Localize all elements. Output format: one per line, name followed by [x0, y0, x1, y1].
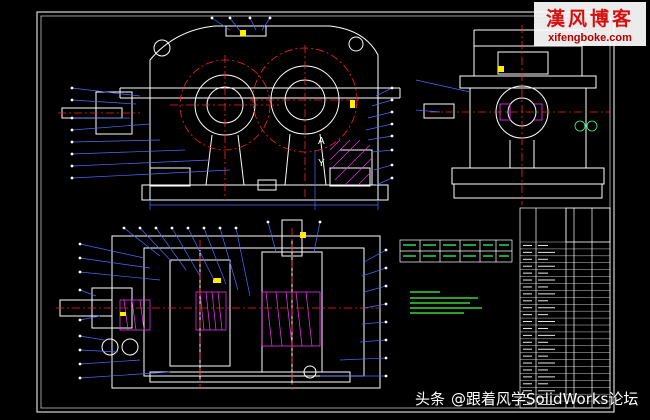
- source-watermark: 头条 @跟着风学SolidWorks论坛: [415, 388, 638, 409]
- source-platform: 头条: [415, 390, 446, 408]
- blog-logo-title: 漢风博客: [545, 8, 634, 30]
- characteristics-table-text: [403, 244, 509, 257]
- title-block-rows: [520, 241, 610, 409]
- blog-logo-watermark: 漢风博客 xifengboke.com: [534, 2, 646, 46]
- technical-requirements-notes: [410, 291, 482, 314]
- source-handle: @跟着风学SolidWorks论坛: [451, 390, 639, 408]
- front-view: A Y: [58, 16, 401, 210]
- blog-logo-url: xifengboke.com: [548, 32, 632, 44]
- characteristics-table: [399, 239, 513, 263]
- title-block-corner-stamp: [565, 207, 611, 243]
- side-view: [415, 25, 610, 205]
- title-block-entries: [523, 244, 555, 406]
- top-section-view: [56, 219, 388, 390]
- dimension-letter-a: A: [318, 136, 325, 147]
- dimension-letter-y: Y: [318, 158, 325, 169]
